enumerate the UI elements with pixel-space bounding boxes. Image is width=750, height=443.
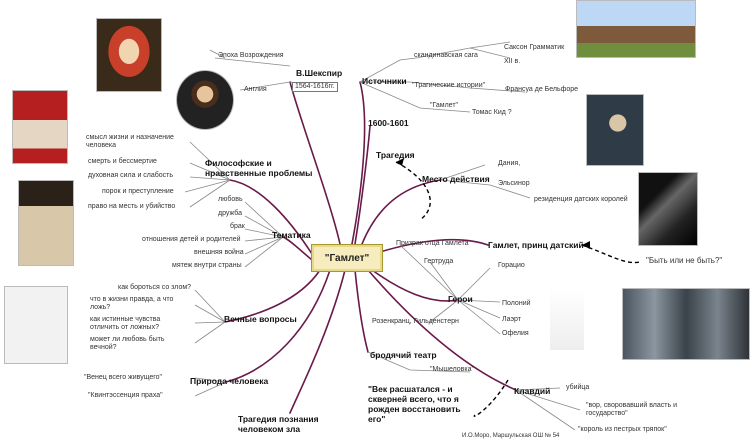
sources-title: Источники	[362, 76, 407, 86]
hero-laertes: Лаэрт	[502, 316, 522, 323]
year-label: 1600-1601	[368, 118, 409, 128]
source-belforet: Франсуа де Бельфоре	[505, 86, 579, 93]
source-century: XII в.	[504, 58, 521, 65]
theme-item: внешняя война	[194, 249, 244, 256]
tragedy-label: Трагедия	[376, 150, 415, 160]
place-residence: резиденция датских королей	[534, 196, 628, 203]
nature-quote-1: "Венец всего живущего"	[84, 374, 163, 381]
place-denmark: Дания,	[498, 160, 521, 167]
theme-item: отношения детей и родителей	[142, 236, 241, 243]
themes-title: Тематика	[272, 230, 311, 240]
theatre-scene	[622, 288, 750, 360]
author-credit: И.О.Моро, Маршульская ОШ № 54	[462, 433, 560, 439]
philosophy-item: смерть и бессмертие	[88, 158, 157, 165]
theme-item: брак	[230, 223, 245, 230]
heroes-title: Герои	[448, 294, 473, 304]
hero-ophelia: Офелия	[502, 330, 529, 337]
source-saxo: Саксон Грамматик	[504, 44, 565, 51]
claudius-killer: убийца	[566, 384, 590, 391]
ghost-painting	[638, 172, 698, 246]
hero-ghost: Призрак отца Гамлета	[396, 240, 469, 247]
nature-quote-2: "Квинтэссенция праха"	[88, 392, 163, 399]
hamlet-sketch	[4, 286, 68, 364]
claudius-usurper: "вор, своровавший власть и государство"	[586, 402, 677, 417]
tobe-quote: "Быть или не быть?"	[646, 256, 723, 265]
book-cover-red	[12, 90, 68, 164]
hero-horatio: Горацио	[498, 262, 525, 269]
theme-item: мятеж внутри страны	[172, 262, 242, 269]
prince-title: Гамлет, принц датский	[488, 240, 584, 250]
question-item: как истинные чувства отличить от ложных?	[90, 316, 161, 331]
country-label: Англия	[244, 86, 267, 93]
hero-gertrude: Гертруда	[424, 258, 454, 265]
philosophy-item: право на месть и убийство	[88, 203, 176, 210]
question-item: как бороться со злом?	[118, 284, 192, 291]
theme-item: дружба	[218, 210, 242, 217]
question-item: может ли любовь быть вечной?	[90, 336, 165, 351]
character-sketch	[550, 288, 584, 350]
hero-polonius: Полоний	[502, 300, 531, 307]
years-label: 1564-1616гг.	[292, 82, 338, 92]
theatre-play: "Мышеловка"	[430, 366, 474, 373]
shakespeare-title: В.Шекспир	[296, 68, 343, 78]
hamlet-poster	[586, 94, 644, 166]
nature-title: Природа человека	[190, 376, 269, 386]
philosophy-item: порок и преступление	[102, 188, 174, 195]
philosophy-title: Философские и нравственные проблемы	[205, 158, 313, 178]
epoch-label: Эпоха Возрождения	[218, 52, 284, 59]
theme-item: любовь	[218, 196, 243, 203]
source-tragic: "Трагические истории"	[412, 82, 486, 89]
source-saga: скандинавская сага	[414, 52, 478, 59]
castle-photo	[576, 0, 696, 58]
claudius-king: "король из пестрых тряпок"	[578, 426, 667, 433]
theatre-title: бродячий театр	[370, 350, 437, 360]
philosophy-item: духовная сила и слабость	[88, 172, 174, 179]
source-hamlet: "Гамлет"	[430, 102, 459, 109]
place-title: Место действия	[422, 174, 490, 184]
cognition-title: Трагедия познания человеком зла	[238, 414, 319, 434]
place-elsinore: Эльсинор	[498, 180, 530, 187]
questions-title: Вечные вопросы	[224, 314, 297, 324]
source-kyd: Томас Кид ?	[472, 109, 512, 116]
claudius-title: Клавдий	[514, 386, 551, 396]
question-item: что в жизни правда, а что ложь?	[90, 296, 174, 311]
central-topic: "Гамлет"	[311, 244, 383, 272]
hero-rg: Розенкранц, Гильденстерн	[372, 318, 459, 325]
philosophy-item: смысл жизни и назначение человека	[86, 134, 174, 149]
book-cover-shakespeare	[18, 180, 74, 266]
age-quote: "Век расшатался - и скверней всего, что …	[368, 384, 461, 424]
shakespeare-portrait	[176, 70, 234, 130]
elizabeth-portrait	[96, 18, 162, 92]
